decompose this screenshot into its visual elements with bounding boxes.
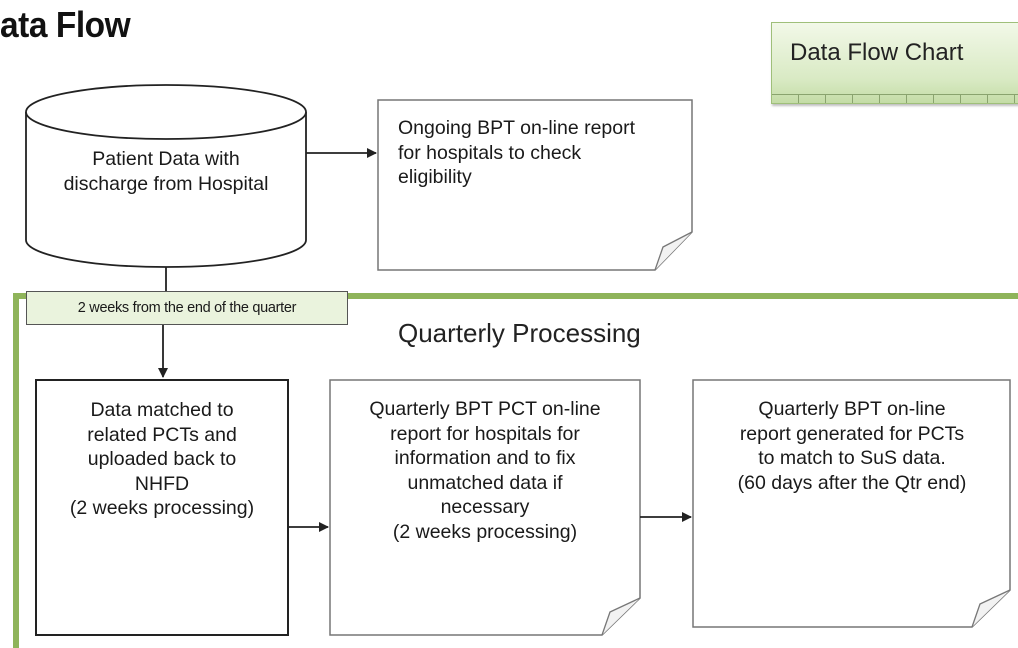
patient-data-text: Patient Data with discharge from Hospita… [40,147,292,196]
ongoing-report-line: Ongoing BPT on-line report [398,117,636,139]
quarter-deadline-label: 2 weeks from the end of the quarter [26,291,348,325]
quarterly-report-pcts-line: (60 days after the Qtr end) [737,471,967,494]
quarterly-pct-report-line: report for hospitals for [390,422,580,445]
quarterly-report-pcts-line: report generated for PCTs [739,422,965,445]
page-title: ata Flow [0,4,131,45]
data-matched-line: uploaded back to [87,448,237,470]
data-matched-line: Data matched to [90,399,234,421]
chart-tab-ruler [772,94,1018,103]
quarterly-report-pcts-line: to match to SuS data. [758,447,946,469]
data-matched-line: related PCTs and [87,423,237,446]
quarterly-pct-report-text: Quarterly BPT PCT on-line report for hos… [333,397,637,544]
section-title: Quarterly Processing [398,318,641,348]
data-matched-line: (2 weeks processing) [69,497,255,519]
quarterly-pct-report-line: necessary [440,496,530,518]
quarterly-report-pcts-line: Quarterly BPT on-line [758,398,946,420]
quarterly-report-pcts-text: Quarterly BPT on-line report generated f… [699,397,1005,495]
quarterly-pct-report-line: unmatched data if [407,471,563,494]
ongoing-report-line: for hospitals to check [398,141,582,164]
ongoing-report-text: Ongoing BPT on-line report for hospitals… [398,116,688,190]
data-flow-chart-tab[interactable]: Data Flow Chart [771,22,1018,104]
quarterly-pct-report-line: (2 weeks processing) [392,520,578,543]
ongoing-report-line: eligibility [398,166,472,188]
chart-tab-label: Data Flow Chart [790,39,964,66]
quarterly-pct-report-line: Quarterly BPT PCT on-line [369,398,601,420]
patient-data-line: discharge from Hospital [63,172,269,195]
patient-data-line: Patient Data with [92,148,240,170]
quarterly-pct-report-line: information and to fix [394,447,576,469]
data-matched-line: NHFD [134,472,190,495]
data-matched-text: Data matched to related PCTs and uploade… [38,398,286,521]
